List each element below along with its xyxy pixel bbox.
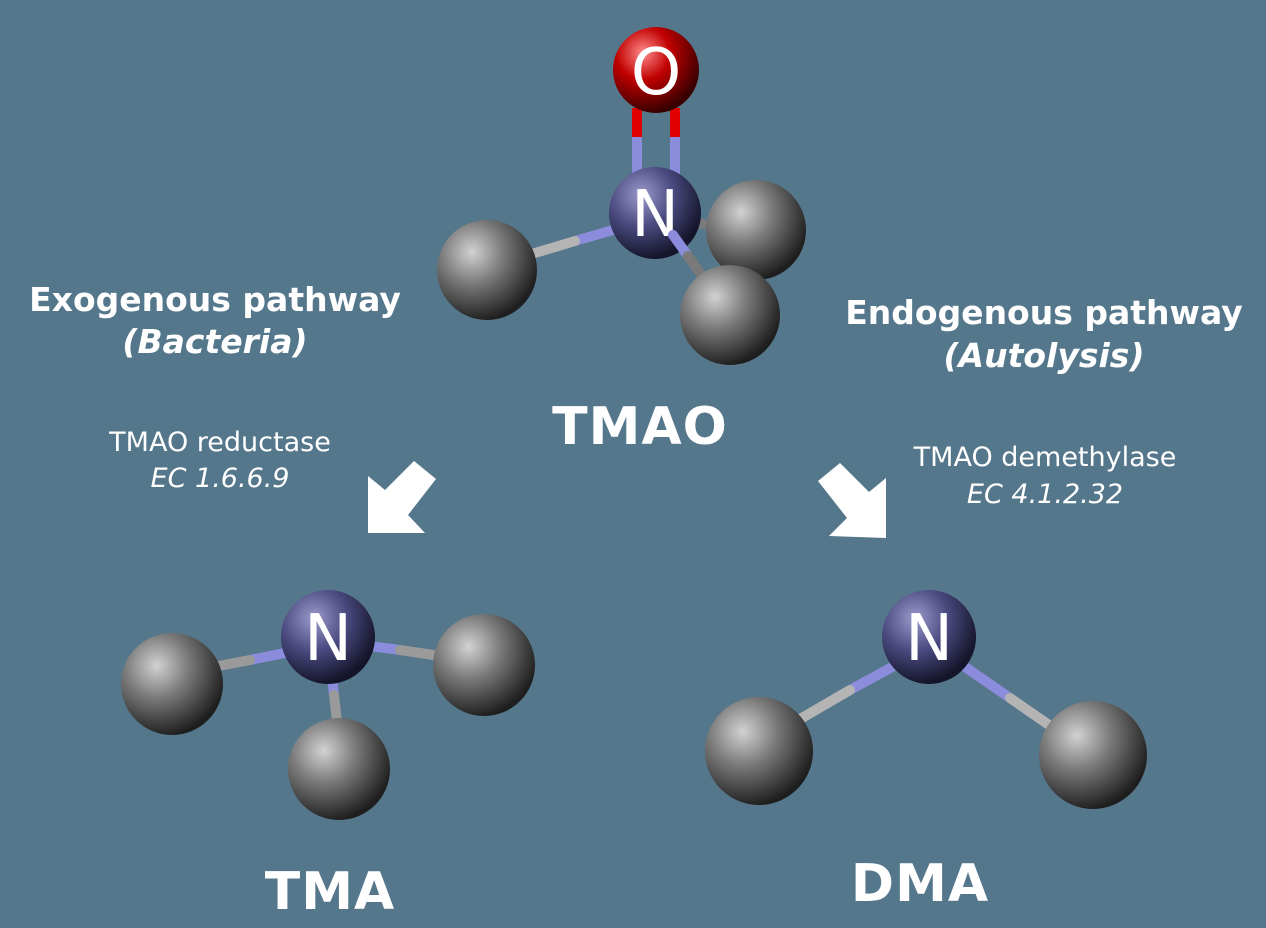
dma-nitrogen-atom: N	[882, 590, 976, 684]
exogenous-title: Exogenous pathway	[29, 280, 401, 319]
tmao-nitrogen-atom: N	[609, 167, 701, 259]
arrow-down-right-icon	[818, 463, 886, 538]
tma-nitrogen-atom: N	[281, 590, 375, 684]
tma-nitrogen-label: N	[304, 602, 352, 676]
endogenous-enzyme: TMAO demethylase	[913, 442, 1177, 473]
exogenous-enzyme: TMAO reductase	[109, 427, 331, 458]
tmao-carbon-back	[706, 180, 806, 280]
tma-carbon-left	[121, 633, 223, 735]
tmao-oxygen-atom: O	[613, 27, 699, 113]
oxygen-label: O	[631, 36, 681, 110]
tma-carbon-right	[433, 614, 535, 716]
dma-nitrogen-label: N	[905, 602, 953, 676]
dma-title: DMA	[850, 854, 990, 914]
endogenous-ec: EC 4.1.2.32	[966, 479, 1124, 510]
exogenous-source: (Bacteria)	[122, 322, 308, 361]
exogenous-ec: EC 1.6.6.9	[150, 463, 290, 494]
tmao-bond-left	[520, 223, 625, 261]
dma-carbon-right	[1039, 701, 1147, 809]
tma-title: TMA	[264, 862, 396, 922]
tma-molecule: N	[121, 590, 535, 820]
tma-carbon-bottom	[288, 718, 390, 820]
tmao-double-bond	[632, 108, 680, 175]
tmao-carbon-left	[437, 220, 537, 320]
endogenous-source: (Autolysis)	[943, 336, 1145, 375]
arrow-down-left-icon	[368, 461, 436, 533]
dma-molecule: N	[705, 590, 1147, 809]
tmao-title: TMAO	[552, 397, 728, 457]
tmao-molecule: O N	[437, 27, 806, 365]
tmao-carbon-front	[680, 265, 780, 365]
dma-carbon-left	[705, 697, 813, 805]
endogenous-title: Endogenous pathway	[845, 293, 1243, 332]
